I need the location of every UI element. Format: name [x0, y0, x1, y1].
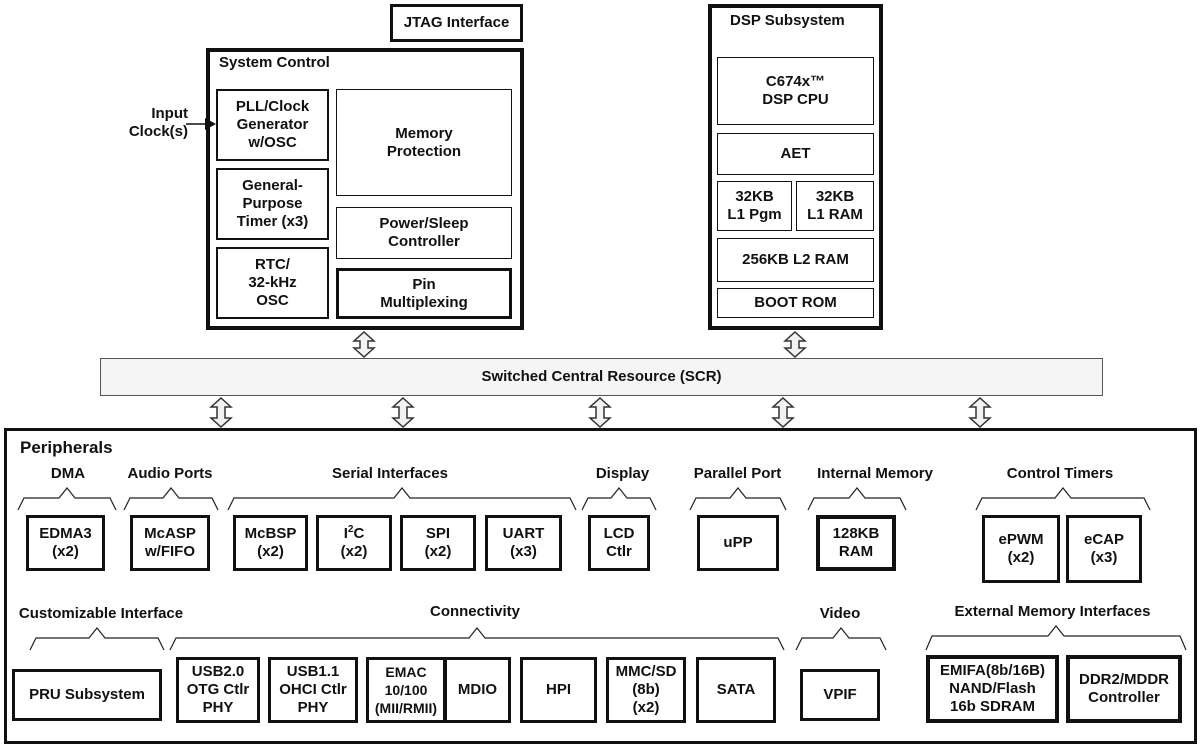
mcasp-block: McASP w/FIFO	[130, 515, 210, 571]
group-label-parallel-port: Parallel Port	[693, 465, 782, 482]
rtc-osc-box: RTC/ 32-kHz OSC	[216, 247, 329, 319]
group-label-video: Video	[819, 605, 861, 622]
peripheral-bus-arrow-2	[391, 396, 415, 429]
parallel-port-bracket	[689, 487, 787, 511]
usb20-otg-block: USB2.0 OTG Ctlr PHY	[176, 657, 260, 723]
i2c-block: I2C (x2)	[316, 515, 392, 571]
dsp-subsystem-title: DSP Subsystem	[730, 12, 845, 29]
group-label-connectivity: Connectivity	[429, 603, 520, 620]
system-control-panel	[206, 48, 524, 330]
uart-block: UART (x3)	[485, 515, 562, 571]
connectivity-bracket	[169, 627, 785, 651]
system-control-title: System Control	[219, 54, 330, 71]
internal-ram-block: 128KB RAM	[816, 515, 896, 571]
ddr2-mddr-controller-block: DDR2/MDDR Controller	[1066, 655, 1182, 723]
dsp-cpu-box: C674x™ DSP CPU	[717, 57, 874, 125]
hpi-block: HPI	[520, 657, 597, 723]
group-label-dma: DMA	[50, 465, 86, 482]
mdio-block: MDIO	[444, 657, 511, 723]
edma3-block: EDMA3 (x2)	[26, 515, 105, 571]
group-label-control-timers: Control Timers	[1006, 465, 1114, 482]
group-label-internal-memory: Internal Memory	[817, 465, 933, 482]
spi-block: SPI (x2)	[400, 515, 476, 571]
system-control-bus-arrow	[352, 330, 376, 359]
peripheral-bus-arrow-1	[209, 396, 233, 429]
group-label-audio-ports: Audio Ports	[127, 465, 213, 482]
emac-block: EMAC 10/100 (MII/RMII)	[366, 657, 446, 723]
ecap-block: eCAP (x3)	[1066, 515, 1142, 583]
usb11-ohci-block: USB1.1 OHCI Ctlr PHY	[268, 657, 358, 723]
external-memory-interfaces-bracket	[925, 625, 1187, 651]
peripheral-bus-arrow-4	[771, 396, 795, 429]
power-sleep-controller-box: Power/Sleep Controller	[336, 207, 512, 259]
switched-central-resource-bar: Switched Central Resource (SCR)	[100, 358, 1103, 396]
customizable-interface-bracket	[29, 627, 165, 651]
pll-clock-generator-box: PLL/Clock Generator w/OSC	[216, 89, 329, 161]
peripherals-title: Peripherals	[20, 438, 113, 457]
l1-ram-box: 32KB L1 RAM	[796, 181, 874, 231]
i2c-count: (x2)	[340, 543, 368, 560]
mmc-sd-block: MMC/SD (8b) (x2)	[606, 657, 686, 723]
group-label-serial-interfaces: Serial Interfaces	[332, 465, 448, 482]
pru-subsystem-block: PRU Subsystem	[12, 669, 162, 721]
control-timers-bracket	[975, 487, 1151, 511]
peripheral-bus-arrow-3	[588, 396, 612, 429]
l1-pgm-box: 32KB L1 Pgm	[717, 181, 792, 231]
boot-rom-box: BOOT ROM	[717, 288, 874, 318]
dma-bracket	[17, 487, 117, 511]
lcd-controller-block: LCD Ctlr	[588, 515, 650, 571]
aet-box: AET	[717, 133, 874, 175]
video-bracket	[795, 627, 887, 651]
upp-block: uPP	[697, 515, 779, 571]
dsp-bus-arrow	[783, 330, 807, 359]
input-clocks-label: Input Clock(s)	[128, 105, 188, 140]
sata-block: SATA	[696, 657, 776, 723]
l2-ram-box: 256KB L2 RAM	[717, 238, 874, 282]
general-purpose-timer-box: General- Purpose Timer (x3)	[216, 168, 329, 240]
serial-interfaces-bracket	[227, 487, 577, 511]
peripheral-bus-arrow-5	[968, 396, 992, 429]
group-label-customizable-interface: Customizable Interface	[18, 605, 184, 622]
jtag-interface-box: JTAG Interface	[390, 4, 523, 42]
dsp-subsystem-panel	[708, 4, 883, 330]
peripherals-panel	[4, 428, 1197, 744]
mcbsp-block: McBSP (x2)	[233, 515, 308, 571]
group-label-display: Display	[595, 465, 650, 482]
epwm-block: ePWM (x2)	[982, 515, 1060, 583]
group-label-external-memory-interfaces: External Memory Interfaces	[954, 603, 1151, 620]
audio-ports-bracket	[123, 487, 219, 511]
i2c-name: I2C	[343, 524, 365, 543]
pin-multiplexing-box: Pin Multiplexing	[336, 268, 512, 319]
emifa-block: EMIFA(8b/16B) NAND/Flash 16b SDRAM	[926, 655, 1059, 723]
memory-protection-box: Memory Protection	[336, 89, 512, 196]
display-bracket	[581, 487, 657, 511]
vpif-block: VPIF	[800, 669, 880, 721]
internal-memory-bracket	[807, 487, 907, 511]
